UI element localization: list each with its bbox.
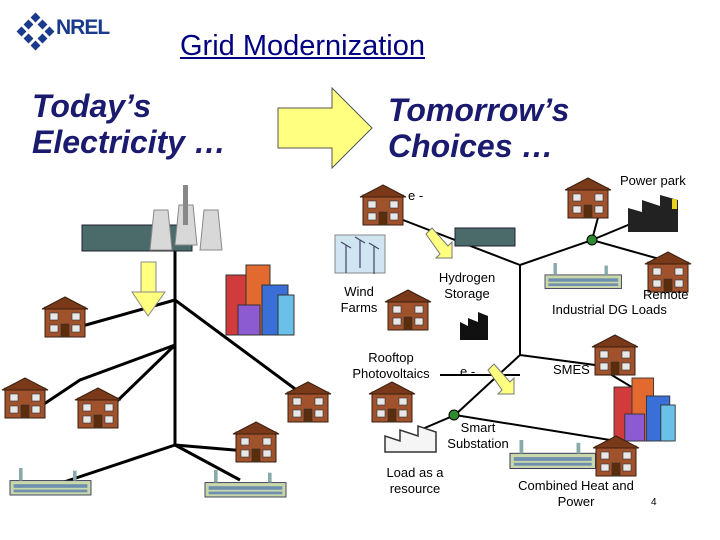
office-buildings-right [613,377,676,442]
hydrogen-label-line1: Hydrogen [438,270,496,285]
left-branch-line-3 [108,343,177,410]
right-heading-line2: Choices … [388,128,554,164]
load-label-line2: resource [389,481,441,496]
house-right-top [359,184,407,226]
nrel-logo: NREL [56,16,110,39]
grid-node-1 [586,234,598,246]
smes-factory [460,312,488,340]
load-resource-factory [384,424,437,453]
left-heading-line2: Electricity … [32,124,226,160]
electron-label-top: e - [408,188,424,203]
left-branch-line-2 [37,343,176,410]
wind-farms-label: Wind Farms [334,284,384,316]
grid-node-2 [448,409,460,421]
house-left-3 [74,387,122,429]
rooftop-label-line1: Rooftop [368,350,414,365]
smart-label-line1: Smart [460,420,496,435]
left-branch-line-7 [174,443,241,482]
house-rooftop [368,381,416,423]
left-heading: Today’s Electricity … [32,88,226,160]
house-left-5 [232,421,280,463]
power-park-factory [628,195,678,232]
house-left-1 [41,296,89,338]
hydrogen-storage-label: Hydrogen Storage [432,270,502,302]
load-label-line1: Load as a [386,465,444,480]
power-park-label: Power park [620,173,686,188]
right-heading-line1: Tomorrow’s [388,92,570,128]
industrial-loads-label: Industrial DG Loads [552,302,667,317]
chp-label-line2: Power [557,494,595,509]
wind-turbine-1 [340,241,352,273]
left-branch-line-4 [174,298,311,402]
cooling-tower-3 [199,209,223,251]
chp-factory [509,439,596,469]
small-arrow-top [425,227,453,259]
industrial-dg-factory [544,262,622,289]
power-park-light [672,199,677,209]
factory-left-2 [204,469,287,498]
page-number: 4 [651,497,657,508]
house-remote [644,251,692,293]
left-branch-line-1 [67,298,176,332]
house-smes [591,334,639,376]
wind-label-line2: Farms [340,300,378,315]
house-power-park [564,177,612,219]
small-arrow-mid [487,363,515,395]
right-heading: Tomorrow’s Choices … [388,92,569,164]
factory-left-1 [9,467,92,496]
chp-label-line1: Combined Heat and [518,478,634,493]
house-hydrogen [384,289,432,331]
big-arrow [277,86,373,170]
nrel-logo-mark [16,12,55,51]
smart-label-line2: Substation [447,436,509,451]
rooftop-label-line2: Photovoltaics [352,366,430,381]
down-arrow-head [131,291,166,317]
down-arrow-shaft [140,261,157,293]
wind-turbine-2 [354,236,366,268]
load-resource-label: Load as a resource [380,465,450,497]
power-plant [81,224,193,252]
wind-turbine-3 [368,242,380,274]
right-line-7 [454,414,611,441]
left-heading-line1: Today’s [32,88,152,124]
smes-label: SMES [553,362,590,377]
microturbine-plant [454,227,516,247]
house-left-2 [1,377,49,419]
slide-title: Grid Modernization [180,30,425,62]
rooftop-pv-label: Rooftop Photovoltaics [342,350,440,382]
hydrogen-label-line2: Storage [444,286,490,301]
remote-label: Remote [643,287,689,302]
office-buildings-left [225,264,295,336]
wind-label-line1: Wind [344,284,374,299]
house-chp [592,435,640,477]
electron-label-mid: e - [460,364,476,379]
smart-substation-label: Smart Substation [440,420,516,452]
cooling-tower-1 [149,209,173,251]
smokestack [183,185,188,225]
chp-label: Combined Heat and Power [505,478,647,510]
